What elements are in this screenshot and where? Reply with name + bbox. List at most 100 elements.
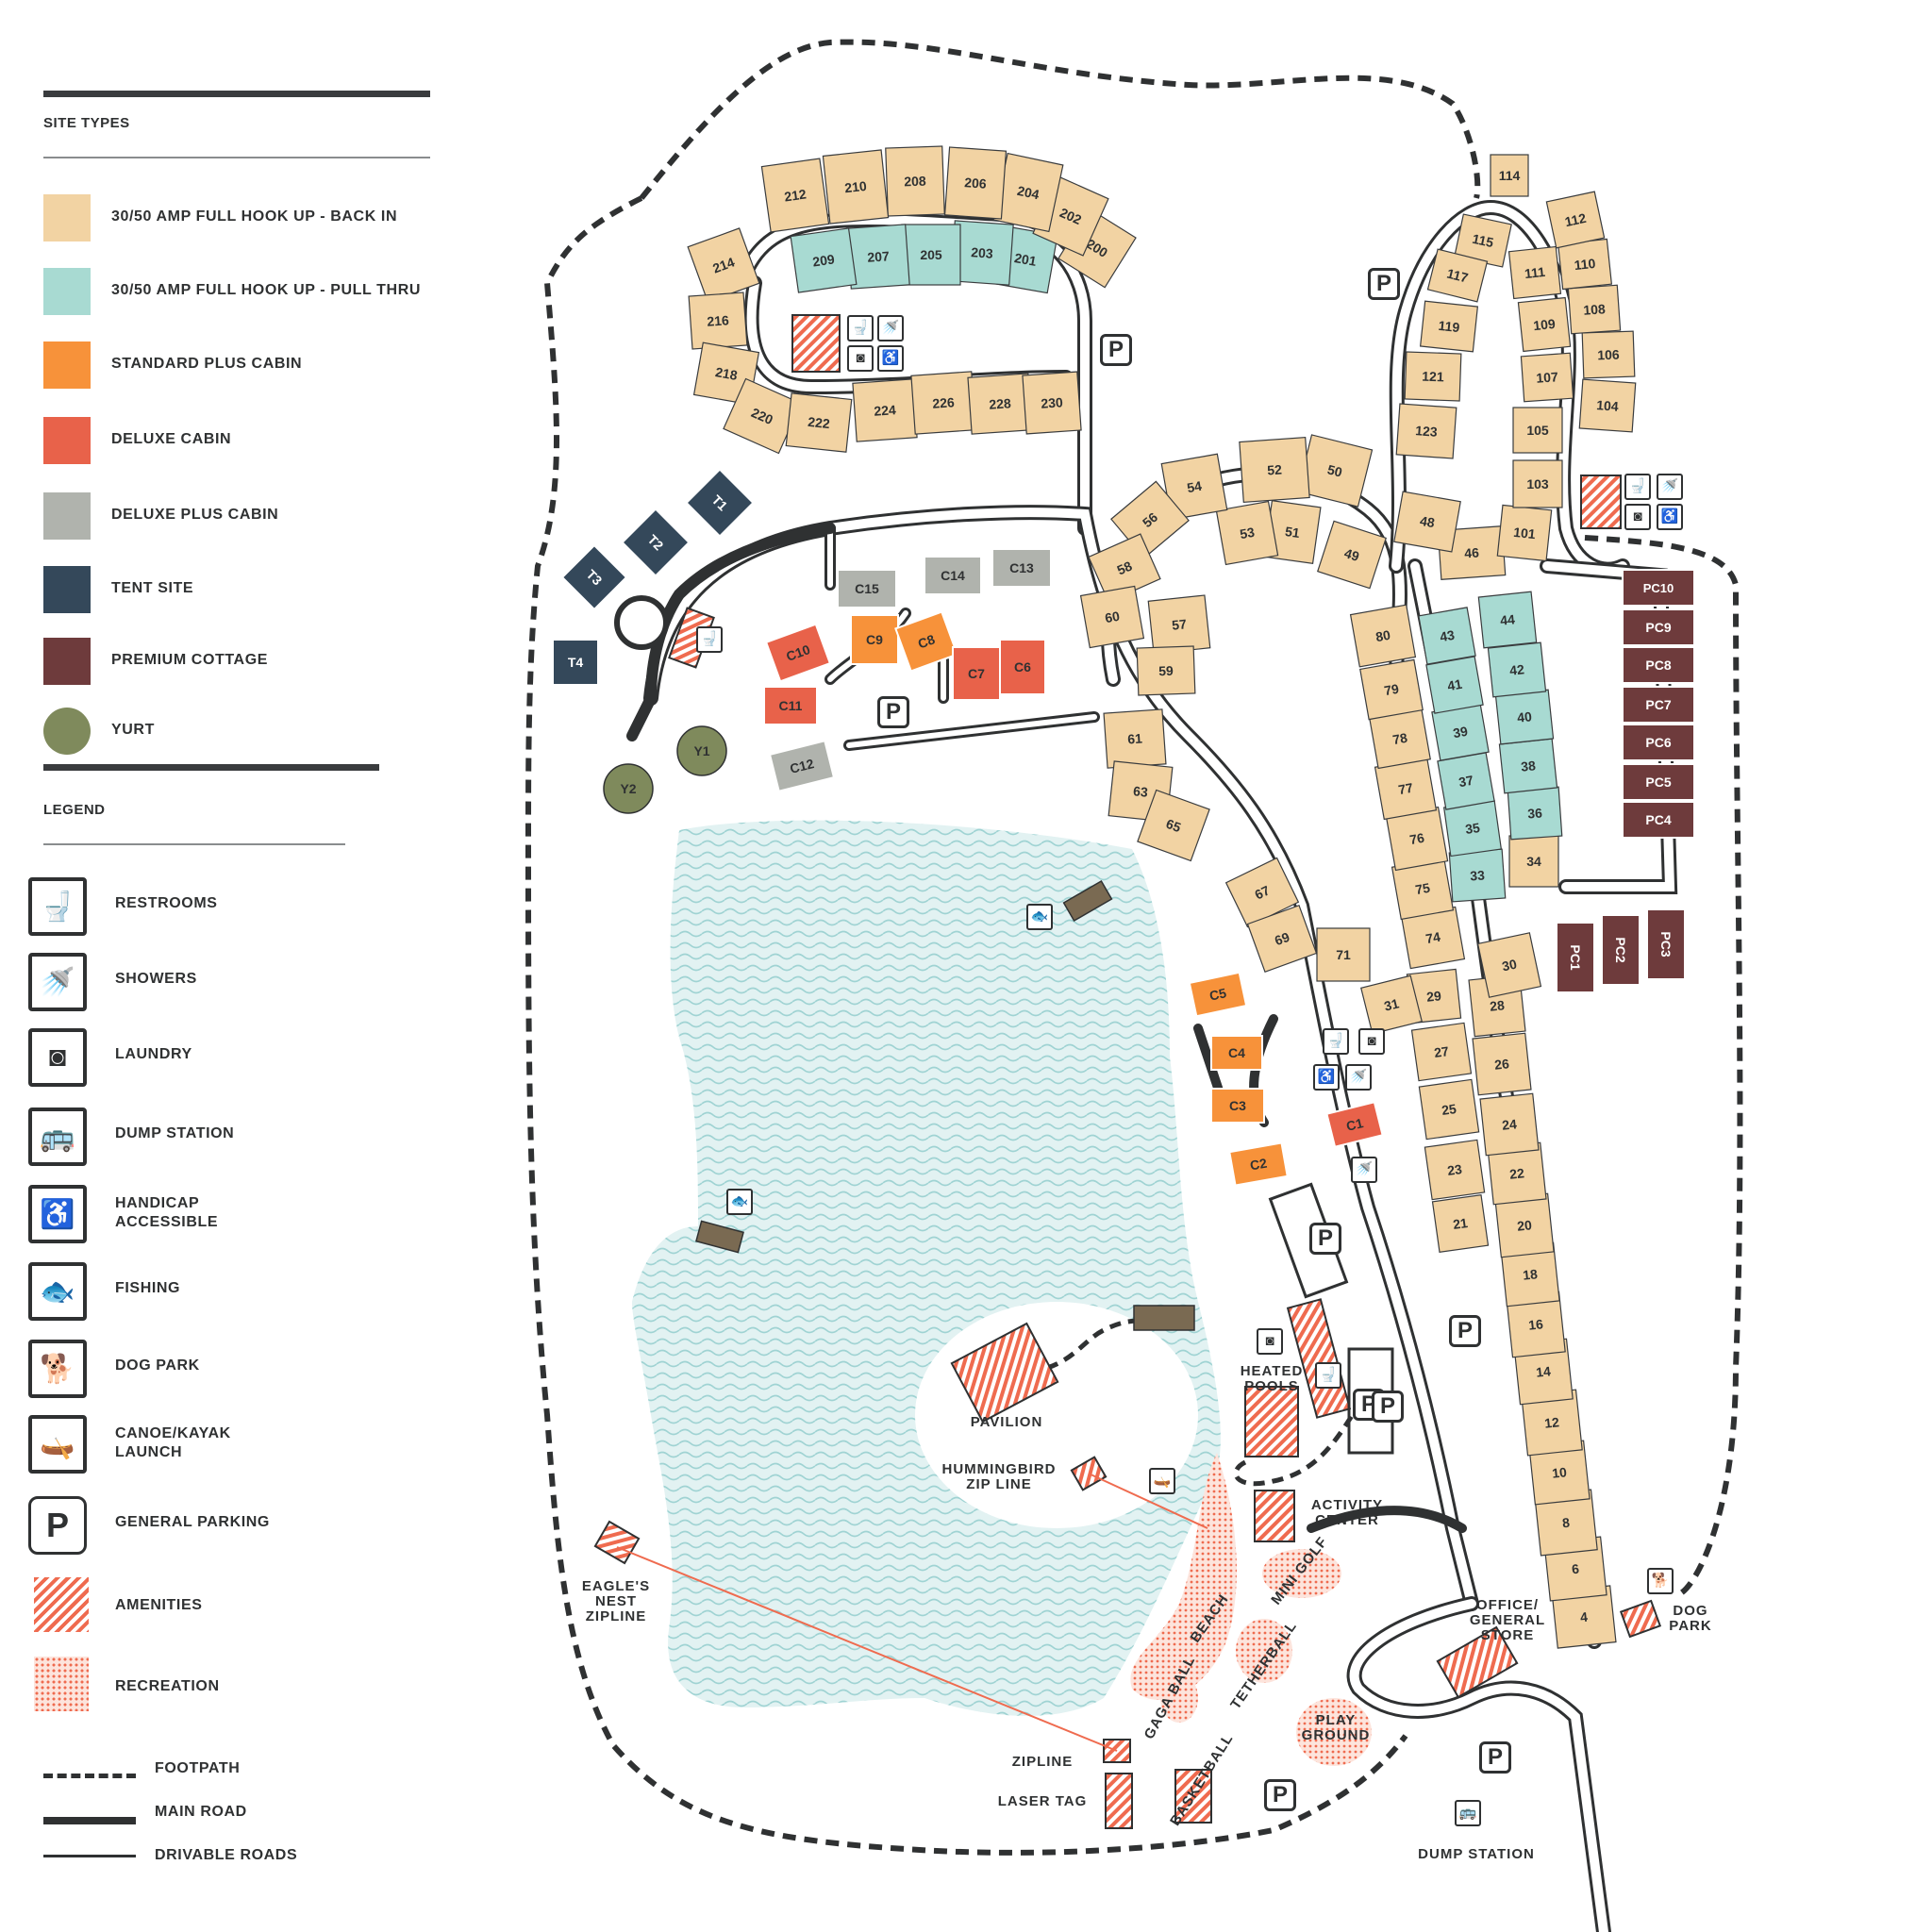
site-shape[interactable] bbox=[1431, 1193, 1490, 1254]
site-shape[interactable] bbox=[1410, 1022, 1473, 1082]
site-43[interactable]: 43 bbox=[1418, 607, 1476, 665]
site-shape[interactable] bbox=[1512, 407, 1563, 454]
site-shape[interactable] bbox=[1160, 453, 1228, 521]
site-20[interactable]: 20 bbox=[1494, 1192, 1555, 1258]
site-shape[interactable] bbox=[1556, 922, 1595, 993]
site-shape[interactable] bbox=[1079, 585, 1145, 649]
site-50[interactable]: 50 bbox=[1296, 434, 1374, 508]
site-shape[interactable] bbox=[1325, 1101, 1384, 1148]
site-shape[interactable] bbox=[999, 639, 1046, 695]
site-shape[interactable] bbox=[885, 145, 945, 217]
site-67[interactable]: 67 bbox=[1224, 857, 1300, 928]
site-shape[interactable] bbox=[1601, 914, 1641, 986]
site-shape[interactable] bbox=[901, 224, 961, 286]
site-pc9[interactable]: PC9 bbox=[1622, 608, 1695, 646]
site-79[interactable]: 79 bbox=[1359, 658, 1424, 721]
yurt-shape[interactable] bbox=[603, 763, 654, 814]
site-pc4[interactable]: PC4 bbox=[1622, 801, 1695, 839]
site-115[interactable]: 115 bbox=[1454, 213, 1512, 268]
site-220[interactable]: 220 bbox=[723, 377, 802, 455]
site-27[interactable]: 27 bbox=[1410, 1022, 1473, 1082]
site-shape[interactable] bbox=[685, 468, 755, 538]
site-shape[interactable] bbox=[1359, 658, 1424, 721]
site-shape[interactable] bbox=[952, 646, 1001, 701]
site-205[interactable]: 205 bbox=[901, 224, 961, 286]
site-shape[interactable] bbox=[687, 227, 760, 303]
site-222[interactable]: 222 bbox=[785, 392, 853, 453]
site-110[interactable]: 110 bbox=[1557, 238, 1613, 291]
site-114[interactable]: 114 bbox=[1490, 154, 1529, 197]
site-117[interactable]: 117 bbox=[1426, 248, 1489, 303]
site-shape[interactable] bbox=[1188, 971, 1248, 1018]
site-shape[interactable] bbox=[1316, 927, 1371, 982]
site-shape[interactable] bbox=[1517, 296, 1572, 353]
site-shape[interactable] bbox=[1137, 789, 1210, 862]
site-shape[interactable] bbox=[1404, 351, 1462, 402]
site-34[interactable]: 34 bbox=[1508, 835, 1559, 888]
site-t3[interactable]: T3 bbox=[560, 543, 628, 611]
site-shape[interactable] bbox=[785, 392, 853, 453]
site-75[interactable]: 75 bbox=[1391, 857, 1455, 921]
site-shape[interactable] bbox=[790, 227, 858, 293]
site-57[interactable]: 57 bbox=[1147, 594, 1211, 655]
site-shape[interactable] bbox=[1418, 607, 1476, 665]
site-shape[interactable] bbox=[1545, 191, 1606, 249]
site-58[interactable]: 58 bbox=[1088, 533, 1161, 603]
site-210[interactable]: 210 bbox=[822, 149, 890, 225]
site-74[interactable]: 74 bbox=[1400, 906, 1466, 970]
site-shape[interactable] bbox=[1622, 724, 1695, 761]
site-24[interactable]: 24 bbox=[1479, 1092, 1540, 1157]
site-shape[interactable] bbox=[1476, 932, 1542, 998]
site-shape[interactable] bbox=[1419, 300, 1479, 353]
site-shape[interactable] bbox=[894, 610, 958, 673]
site-shape[interactable] bbox=[768, 740, 836, 792]
site-54[interactable]: 54 bbox=[1160, 453, 1228, 521]
site-33[interactable]: 33 bbox=[1448, 848, 1507, 903]
site-y1[interactable]: Y1 bbox=[676, 725, 727, 776]
site-65[interactable]: 65 bbox=[1137, 789, 1210, 862]
site-shape[interactable] bbox=[1210, 1088, 1265, 1124]
site-shape[interactable] bbox=[924, 556, 982, 595]
site-c1[interactable]: C1 bbox=[1325, 1101, 1384, 1148]
site-228[interactable]: 228 bbox=[967, 373, 1033, 435]
site-c3[interactable]: C3 bbox=[1210, 1088, 1265, 1124]
site-shape[interactable] bbox=[943, 146, 1008, 220]
site-c4[interactable]: C4 bbox=[1210, 1035, 1263, 1071]
site-pc10[interactable]: PC10 bbox=[1622, 569, 1695, 607]
site-shape[interactable] bbox=[1246, 904, 1318, 974]
site-c9[interactable]: C9 bbox=[850, 614, 899, 665]
site-44[interactable]: 44 bbox=[1477, 591, 1538, 649]
site-c13[interactable]: C13 bbox=[991, 548, 1052, 588]
site-shape[interactable] bbox=[1622, 608, 1695, 646]
site-pc3[interactable]: PC3 bbox=[1646, 908, 1686, 980]
site-shape[interactable] bbox=[1215, 500, 1279, 566]
site-16[interactable]: 16 bbox=[1506, 1291, 1566, 1358]
site-shape[interactable] bbox=[552, 639, 599, 686]
site-103[interactable]: 103 bbox=[1512, 459, 1563, 508]
site-53[interactable]: 53 bbox=[1215, 500, 1279, 566]
site-shape[interactable] bbox=[1581, 330, 1636, 379]
site-10[interactable]: 10 bbox=[1528, 1440, 1591, 1506]
site-121[interactable]: 121 bbox=[1404, 351, 1462, 402]
site-104[interactable]: 104 bbox=[1578, 378, 1637, 433]
site-c2[interactable]: C2 bbox=[1228, 1141, 1289, 1187]
site-71[interactable]: 71 bbox=[1316, 927, 1371, 982]
site-214[interactable]: 214 bbox=[687, 227, 760, 303]
site-pc2[interactable]: PC2 bbox=[1601, 914, 1641, 986]
site-shape[interactable] bbox=[1622, 763, 1695, 801]
site-78[interactable]: 78 bbox=[1369, 708, 1431, 770]
site-209[interactable]: 209 bbox=[790, 227, 858, 293]
site-226[interactable]: 226 bbox=[910, 371, 976, 435]
site-shape[interactable] bbox=[764, 623, 832, 683]
site-111[interactable]: 111 bbox=[1507, 245, 1562, 300]
site-59[interactable]: 59 bbox=[1136, 645, 1196, 696]
site-shape[interactable] bbox=[1512, 459, 1563, 508]
site-shape[interactable] bbox=[1210, 1035, 1263, 1071]
site-112[interactable]: 112 bbox=[1545, 191, 1606, 249]
site-c6[interactable]: C6 bbox=[999, 639, 1046, 695]
site-shape[interactable] bbox=[621, 508, 691, 577]
site-106[interactable]: 106 bbox=[1581, 330, 1636, 379]
site-c10[interactable]: C10 bbox=[764, 623, 832, 683]
site-shape[interactable] bbox=[1317, 520, 1387, 590]
site-shape[interactable] bbox=[1349, 604, 1417, 668]
